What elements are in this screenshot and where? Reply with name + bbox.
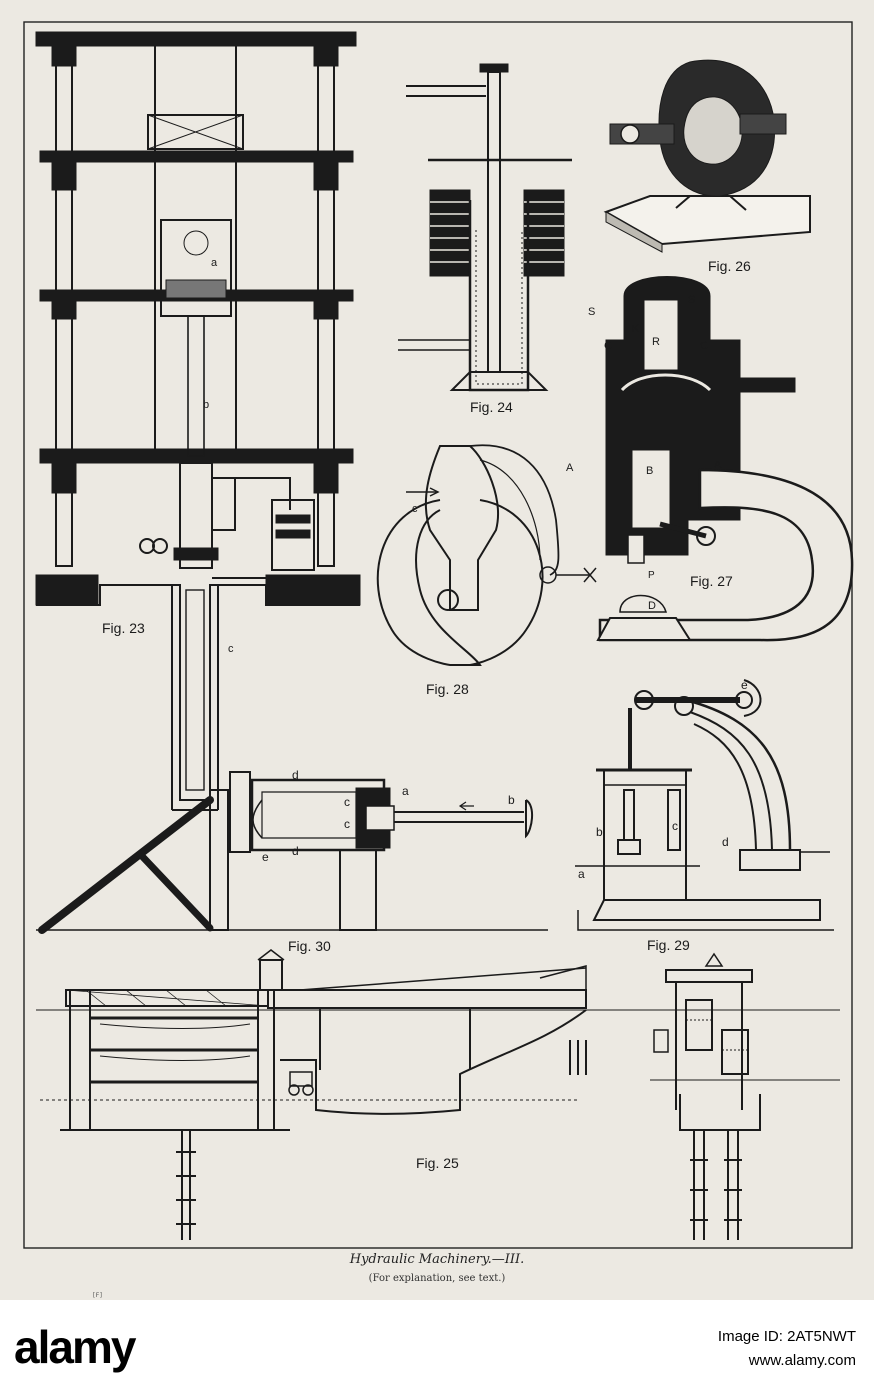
fig29-part-labels: e b c d a xyxy=(578,678,748,881)
fig28-drawing xyxy=(376,444,597,666)
fig27-part-labels: S S K R C C A A B P D xyxy=(566,294,722,612)
fig27-part-b: B xyxy=(646,465,653,477)
fig30-part-c-top: c xyxy=(344,795,350,809)
engraving-plate: a b c Fig. 23 Fig. 24 xyxy=(0,0,874,1300)
fig26-label: Fig. 26 xyxy=(708,258,751,274)
fig28-label: Fig. 28 xyxy=(426,681,469,697)
fig27-part-c-left: C xyxy=(604,340,612,352)
fig30-part-c-bottom: c xyxy=(344,817,350,831)
fig27-part-r: R xyxy=(652,336,660,348)
fig29-drawing xyxy=(575,679,834,931)
plate-illustration: a b c Fig. 23 Fig. 24 xyxy=(23,21,854,1249)
fig29-part-a: a xyxy=(578,867,585,881)
plate-caption-subtitle: (For explanation, see text.) xyxy=(368,1273,506,1284)
plate-corner-mark: [F] xyxy=(92,1292,103,1299)
fig23-label: Fig. 23 xyxy=(102,620,145,636)
fig30-part-b: b xyxy=(508,793,515,807)
fig23-drawing xyxy=(35,31,361,811)
plate-caption-title: Hydraulic Machinery.—III. xyxy=(349,1252,525,1267)
fig30-label: Fig. 30 xyxy=(288,938,331,954)
stock-footer xyxy=(0,1300,874,1390)
fig30-part-labels: d a b c c e d xyxy=(262,768,515,864)
fig29-label: Fig. 29 xyxy=(647,937,690,953)
fig25-drawing xyxy=(36,949,840,1240)
fig27-part-k: K xyxy=(632,323,640,335)
fig30-part-d-top: d xyxy=(292,768,299,782)
fig30-part-a: a xyxy=(402,784,409,798)
fig23-part-a: a xyxy=(211,257,218,269)
fig25-label: Fig. 25 xyxy=(416,1155,459,1171)
fig27-drawing xyxy=(596,276,854,642)
fig30-part-e: e xyxy=(262,850,269,864)
image-id-text: Image ID: 2AT5NWT xyxy=(717,1328,856,1345)
fig29-part-d: d xyxy=(722,835,729,849)
site-url-link[interactable]: www.alamy.com xyxy=(748,1352,856,1369)
fig29-part-e: e xyxy=(741,678,748,692)
fig27-part-s-left: S xyxy=(588,306,595,318)
fig27-part-d: D xyxy=(648,600,656,612)
fig27-part-s-right: S xyxy=(688,294,695,306)
fig27-label: Fig. 27 xyxy=(690,573,733,589)
fig27-part-p: P xyxy=(648,570,655,581)
fig24-drawing xyxy=(398,63,572,392)
fig26-drawing xyxy=(603,59,811,253)
fig23-part-b: b xyxy=(203,399,209,411)
fig27-part-c-right: C xyxy=(700,340,708,352)
fig30-part-d-bottom: d xyxy=(292,844,299,858)
fig30-drawing xyxy=(36,771,548,934)
fig29-part-c: c xyxy=(672,819,678,833)
fig29-part-b: b xyxy=(596,825,603,839)
fig23-part-c: c xyxy=(228,643,234,655)
brand-logo: alamy xyxy=(14,1321,136,1373)
fig27-part-a-right: A xyxy=(714,459,722,471)
fig27-part-a-left: A xyxy=(566,462,574,474)
fig24-label: Fig. 24 xyxy=(470,399,513,415)
fig28-part-c: c xyxy=(412,503,418,515)
